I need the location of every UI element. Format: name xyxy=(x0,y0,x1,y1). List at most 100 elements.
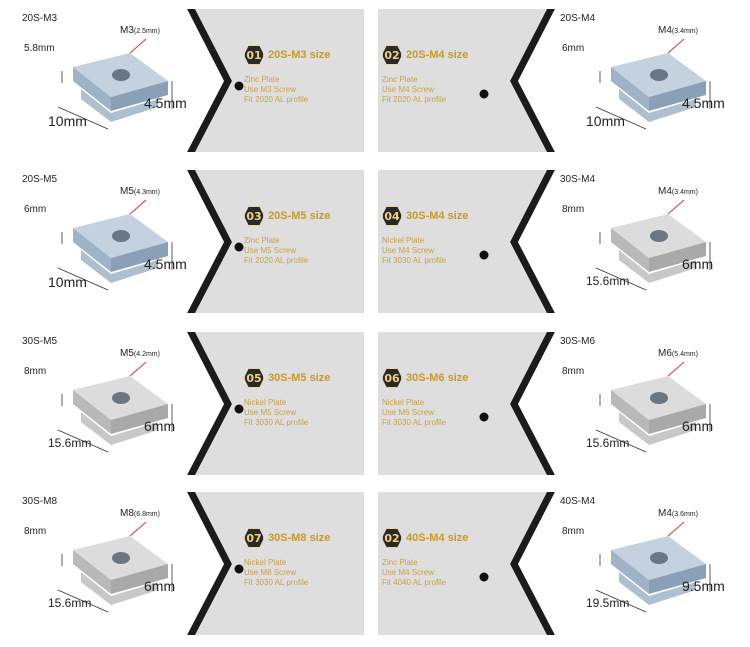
t-nut-illustration: 30S-M4 M4(3.4mm) 8mm 6mm 15.6mm xyxy=(556,170,726,313)
panel-background xyxy=(187,170,364,313)
size-title: 20S-M3 size xyxy=(268,49,331,61)
t-nut-icon xyxy=(57,361,173,453)
spec-line: Fit 3030 AL profile xyxy=(382,418,447,427)
spec-line: Zinc Plate xyxy=(382,558,418,567)
series-label: 30S-M8 xyxy=(22,496,58,507)
length-dimension: 19.5mm xyxy=(586,596,630,610)
length-dimension: 15.6mm xyxy=(48,596,92,610)
spec-line: Fit 3030 AL profile xyxy=(244,578,309,587)
spec-line: Use M6 Screw xyxy=(382,408,435,417)
thread-size-label: M3(2.5mm) xyxy=(120,25,160,36)
width-dimension: 8mm xyxy=(562,526,585,537)
size-title: 20S-M4 size xyxy=(406,49,469,61)
size-title: 30S-M8 size xyxy=(268,532,331,544)
series-label: 20S-M5 xyxy=(22,174,58,185)
height-dimension: 6mm xyxy=(682,418,714,434)
height-dimension: 4.5mm xyxy=(144,95,187,111)
height-dimension: 4.5mm xyxy=(682,95,725,111)
spec-line: Fit 2020 AL profile xyxy=(244,256,309,265)
panel-background xyxy=(378,492,555,635)
t-nut-icon xyxy=(595,199,711,291)
t-nut-illustration: 40S-M4 M4(3.6mm) 8mm 9.5mm 19.5mm xyxy=(556,492,726,635)
spec-line: Use M4 Screw xyxy=(382,85,435,94)
product-panel-30s-m4: 30S-M4 M4(3.4mm) 8mm 6mm 15.6mm 04 30S-M… xyxy=(378,170,732,313)
panel-background xyxy=(378,170,555,313)
item-number-badge: 01 xyxy=(244,45,264,65)
spec-line: Use M5 Screw xyxy=(244,246,297,255)
height-dimension: 4.5mm xyxy=(144,256,187,272)
t-nut-illustration: 30S-M5 M5(4.2mm) 8mm 6mm 15.6mm xyxy=(18,332,188,475)
t-nut-icon xyxy=(57,199,173,291)
spec-line: Fit 3030 AL profile xyxy=(244,418,309,427)
spec-line: Use M5 Screw xyxy=(244,408,297,417)
product-panel-20s-m5: 20S-M5 M5(4.3mm) 6mm 4.5mm 10mm 03 20S-M… xyxy=(10,170,364,313)
spec-line: Nickel Plate xyxy=(382,236,425,245)
item-number-badge: 02 xyxy=(382,528,402,548)
size-title: 20S-M5 size xyxy=(268,210,331,222)
product-panel-40s-m4: 40S-M4 M4(3.6mm) 8mm 9.5mm 19.5mm 02 40S… xyxy=(378,492,732,635)
width-dimension: 6mm xyxy=(562,43,585,54)
length-dimension: 10mm xyxy=(48,113,87,129)
t-nut-illustration: 20S-M5 M5(4.3mm) 6mm 4.5mm 10mm xyxy=(18,170,188,313)
thread-size-label: M8(6.8mm) xyxy=(120,508,160,519)
series-label: 20S-M4 xyxy=(560,13,596,24)
spec-line: Nickel Plate xyxy=(244,398,287,407)
size-title: 30S-M4 size xyxy=(406,210,469,222)
length-dimension: 15.6mm xyxy=(48,436,92,450)
height-dimension: 6mm xyxy=(144,418,176,434)
product-panel-20s-m3: 20S-M3 M3(2.5mm) 5.8mm 4.5mm 10mm 01 20S… xyxy=(10,9,364,152)
product-panel-30s-m5: 30S-M5 M5(4.2mm) 8mm 6mm 15.6mm 05 30S-M… xyxy=(10,332,364,475)
t-nut-illustration: 30S-M8 M8(6.8mm) 8mm 6mm 15.6mm xyxy=(18,492,188,635)
t-nut-illustration: 30S-M6 M6(5.4mm) 8mm 6mm 15.6mm xyxy=(556,332,726,475)
spec-line: Nickel Plate xyxy=(382,398,425,407)
t-nut-illustration: 20S-M3 M3(2.5mm) 5.8mm 4.5mm 10mm xyxy=(18,9,188,152)
item-number-badge: 03 xyxy=(244,206,264,226)
t-nut-icon xyxy=(595,521,711,613)
spec-line: Use M8 Screw xyxy=(244,568,297,577)
panel-background xyxy=(378,332,555,475)
height-dimension: 9.5mm xyxy=(682,578,725,594)
size-title: 40S-M4 size xyxy=(406,532,469,544)
width-dimension: 8mm xyxy=(24,526,47,537)
length-dimension: 10mm xyxy=(48,274,87,290)
spec-line: Fit 4040 AL profile xyxy=(382,578,447,587)
product-panel-30s-m6: 30S-M6 M6(5.4mm) 8mm 6mm 15.6mm 06 30S-M… xyxy=(378,332,732,475)
item-number-badge: 07 xyxy=(244,528,264,548)
size-title: 30S-M5 size xyxy=(268,372,331,384)
series-label: 30S-M4 xyxy=(560,174,596,185)
series-label: 30S-M6 xyxy=(560,336,596,347)
panel-background xyxy=(187,9,364,152)
width-dimension: 8mm xyxy=(562,204,585,215)
width-dimension: 8mm xyxy=(562,366,585,377)
thread-size-label: M4(3.4mm) xyxy=(658,186,698,197)
thread-size-label: M6(5.4mm) xyxy=(658,348,698,359)
item-number-badge: 06 xyxy=(382,368,402,388)
spec-line: Nickel Plate xyxy=(244,558,287,567)
spec-line: Fit 3030 AL profile xyxy=(382,256,447,265)
width-dimension: 6mm xyxy=(24,204,47,215)
item-number-badge: 02 xyxy=(382,45,402,65)
spec-line: Use M3 Screw xyxy=(244,85,297,94)
t-nut-illustration: 20S-M4 M4(3.4mm) 6mm 4.5mm 10mm xyxy=(556,9,726,152)
spec-line: Zinc Plate xyxy=(382,75,418,84)
length-dimension: 15.6mm xyxy=(586,274,630,288)
t-nut-icon xyxy=(595,361,711,453)
width-dimension: 8mm xyxy=(24,366,47,377)
length-dimension: 10mm xyxy=(586,113,625,129)
spec-line: Fit 2020 AL profile xyxy=(382,95,447,104)
t-nut-icon xyxy=(595,38,711,130)
